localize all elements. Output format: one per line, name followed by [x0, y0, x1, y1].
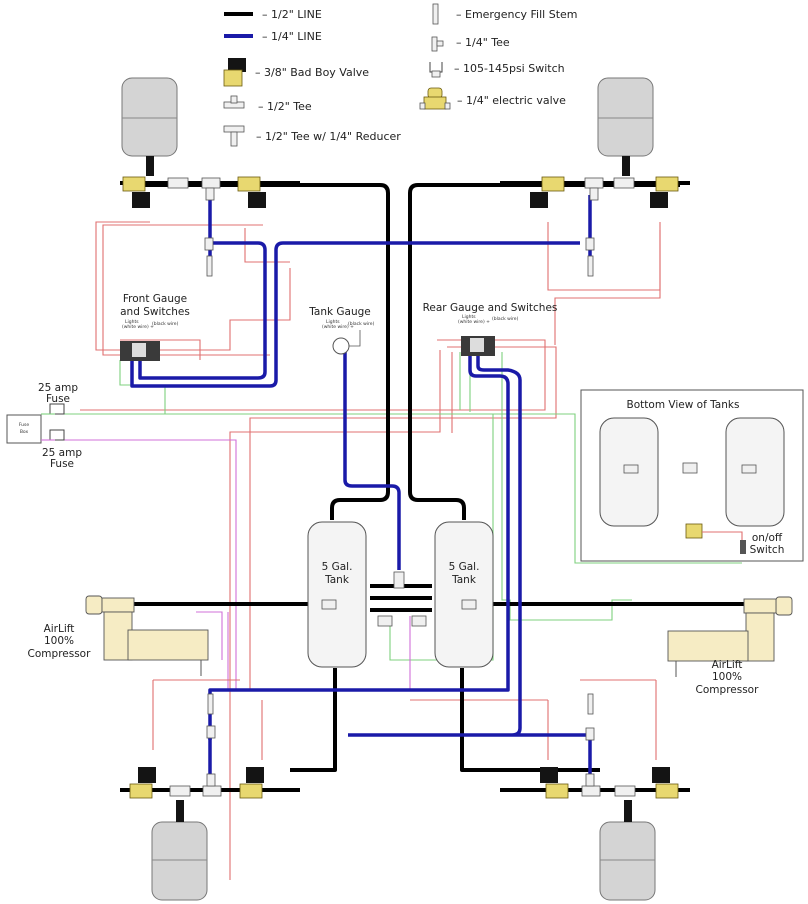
fittings	[167, 177, 636, 797]
white-wire-label: (white wire) +	[458, 319, 490, 325]
legend-label: – 1/4" Tee	[456, 36, 510, 49]
air-bag-front-right	[597, 77, 654, 176]
tank-right-label-2: Tank	[451, 574, 477, 586]
pressure-switch-icon	[429, 62, 443, 78]
fuse-box	[6, 414, 42, 444]
gauge-face	[132, 343, 146, 357]
lights-label: Lights	[125, 319, 139, 325]
onoff-switch-icon	[740, 540, 746, 554]
air-bag-rear-left	[151, 800, 208, 901]
onoff-label: on/off	[752, 532, 783, 544]
emergency-fill-stem-icon	[432, 3, 439, 25]
tank-left-label-2: Tank	[324, 574, 350, 586]
tank-right-label: 5 Gal.	[449, 561, 480, 573]
bottom-view-electric-valve	[685, 523, 703, 539]
rear-gauge-label: Rear Gauge and Switches	[423, 302, 558, 314]
legend-label: – 105-145psi Switch	[454, 62, 565, 75]
legend-label: – 1/2" Tee w/ 1/4" Reducer	[256, 130, 401, 143]
fuse-section: 25 amp Fuse Fuse Box 25 amp Fuse	[6, 382, 82, 470]
tank-left: 5 Gal. Tank	[307, 521, 367, 668]
tank-right: 5 Gal. Tank	[434, 521, 494, 668]
fuse-top-icon	[49, 403, 65, 415]
legend: – 1/2" LINE – 1/4" LINE – 3/8" Bad Boy V…	[223, 3, 578, 147]
bad-boy-valves	[122, 176, 679, 799]
bottom-view-inset: Bottom View of Tanks on/off Switch	[580, 389, 804, 562]
comp-right-label: AirLift	[712, 659, 743, 671]
compressor-left: AirLift 100% Compressor	[28, 595, 209, 676]
tank-gauge-label: Tank Gauge	[308, 306, 371, 318]
fuse-bottom-icon	[49, 429, 65, 441]
fuse-box-label-2: Box	[20, 429, 29, 435]
lights-label: Lights	[462, 314, 476, 320]
comp-right-label-2: 100%	[712, 671, 742, 683]
lights-label: Lights	[326, 319, 340, 325]
legend-label: – Emergency Fill Stem	[456, 8, 578, 21]
comp-left-label-2: 100%	[44, 635, 74, 647]
black-wire-label: (black wire)	[348, 321, 375, 327]
front-gauge-label-2: and Switches	[120, 306, 190, 318]
fuse-bottom-label-2: Fuse	[50, 458, 74, 470]
legend-label: – 1/4" electric valve	[457, 94, 566, 107]
tank-manifold	[377, 571, 427, 627]
fuse-top-label-2: Fuse	[46, 393, 70, 405]
black-wire-label: (black wire)	[152, 321, 179, 327]
onoff-label-2: Switch	[750, 544, 785, 556]
legend-label: – 1/2" Tee	[258, 100, 312, 113]
quarter-inch-tee-icon	[431, 36, 444, 52]
white-wire-label: (white wire) +	[322, 324, 354, 330]
white-wire-label: (white wire) +	[122, 324, 154, 330]
fuse-bottom-label: 25 amp	[42, 447, 82, 459]
electric-valve-icon	[419, 87, 451, 110]
bottom-view-title: Bottom View of Tanks	[627, 399, 740, 411]
bad-boy-valve-icon	[223, 58, 246, 87]
air-bag-rear-right	[599, 800, 656, 901]
air-bag-front-left	[121, 77, 178, 176]
tank-gauge-dial	[332, 337, 350, 355]
half-inch-tee-icon	[223, 95, 245, 109]
comp-left-label-3: Compressor	[28, 648, 92, 660]
front-gauge-label: Front Gauge	[123, 293, 187, 305]
legend-label: – 1/4" LINE	[262, 30, 322, 43]
tee-reducer-icon	[223, 125, 245, 147]
comp-left-label: AirLift	[44, 623, 75, 635]
black-wire-label: (black wire)	[492, 316, 519, 322]
comp-right-label-3: Compressor	[696, 684, 760, 696]
gauge-face	[470, 338, 484, 352]
fuse-top-label: 25 amp	[38, 382, 78, 394]
legend-label: – 1/2" LINE	[262, 8, 322, 21]
tank-left-label: 5 Gal.	[322, 561, 353, 573]
front-gauge: Front Gauge and Switches Lights (white w…	[120, 293, 190, 361]
legend-label: – 3/8" Bad Boy Valve	[255, 66, 369, 79]
rear-gauge: Rear Gauge and Switches Lights (white wi…	[423, 302, 558, 356]
fuse-box-label: Fuse	[19, 422, 30, 428]
compressor-right: AirLift 100% Compressor	[667, 596, 793, 696]
tank-gauge: Tank Gauge Lights (white wire) + (black …	[308, 306, 375, 355]
